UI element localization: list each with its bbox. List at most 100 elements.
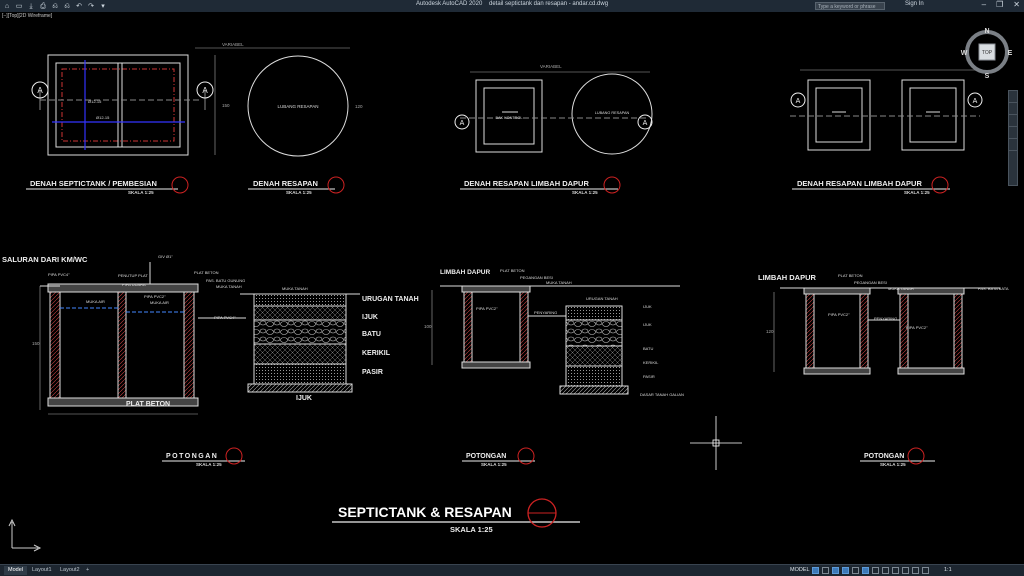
pipa-udara-label: PIPA UDARA <box>122 282 146 287</box>
pan-icon[interactable] <box>1009 106 1017 115</box>
tab-layout1[interactable]: Layout1 <box>32 567 52 573</box>
pipa-pvc2-label-4: PIPA PVC2" <box>906 325 928 330</box>
crosshair-cursor <box>690 416 742 470</box>
selection-cycling-icon[interactable] <box>892 567 899 574</box>
save-button[interactable]: ⤓ <box>29 2 33 10</box>
section-resapan-layers <box>240 293 360 393</box>
dim-150-b: 150 <box>32 341 40 346</box>
annotation-scale[interactable]: 1:1 <box>944 567 952 573</box>
section-scale-1: SKALA 1:25 <box>196 462 222 467</box>
steering-wheel-icon[interactable] <box>1009 94 1017 103</box>
section-title-2: POTONGAN <box>466 453 506 460</box>
penyaring-label-2: PENYARING <box>874 316 897 321</box>
new-button[interactable]: ▭ <box>15 2 23 10</box>
navigation-bar[interactable] <box>1008 90 1018 186</box>
share-button[interactable]: ⎌ <box>52 2 58 10</box>
pas-batu-label: PAS. BATU GUNUNG <box>206 278 245 283</box>
section-marker-2-label: A <box>202 86 208 95</box>
customize-dropdown[interactable]: ▾ <box>101 2 105 10</box>
main-title-block: SEPTICTANK & RESAPAN SKALA 1:25 <box>332 498 580 534</box>
model-space-button[interactable]: MODEL <box>790 567 810 573</box>
kerikil-label-2: KERIKIL <box>643 360 659 365</box>
viewcube[interactable]: TOP N S E W <box>961 28 1013 80</box>
lubang-resapan-label-2: LUBANG RESAPAN <box>595 111 630 115</box>
plan-scale-4: SKALA 1:25 <box>904 190 930 195</box>
customize-icon[interactable] <box>922 567 929 574</box>
dim-150: 150 <box>222 103 230 108</box>
pasir-label: PASIR <box>362 369 383 376</box>
dim-variabel-2: VARIABEL <box>540 64 562 69</box>
minimize-button[interactable]: – <box>981 0 987 9</box>
viewcube-west[interactable]: W <box>961 50 968 57</box>
add-layout-button[interactable]: + <box>86 567 90 573</box>
viewport-controls[interactable]: [−][Top][2D Wireframe] <box>2 13 53 19</box>
ortho-icon[interactable] <box>832 567 839 574</box>
status-bar: Model Layout1 Layout2 + MODEL 1:1 <box>0 564 1024 576</box>
viewcube-north[interactable]: N <box>984 28 989 35</box>
lineweight-icon[interactable] <box>872 567 879 574</box>
polar-icon[interactable] <box>842 567 849 574</box>
viewcube-face[interactable]: TOP <box>982 50 993 56</box>
snap-icon[interactable] <box>822 567 829 574</box>
annotation-icon[interactable] <box>902 567 909 574</box>
plan-limbah-dapur-2 <box>790 69 980 151</box>
section-marker-6-label: A <box>973 98 978 105</box>
plan-resapan <box>195 47 350 157</box>
section-scale-2: SKALA 1:25 <box>481 462 507 467</box>
section-1-labels: SALURAN DARI KM/WC PIPA PVC4" PENUTUP PL… <box>2 254 419 408</box>
plot-button[interactable]: ⎙ <box>40 2 46 10</box>
section-2-labels: LIMBAH DAPUR PLAT BETON PEGANGAN BESI MU… <box>424 268 684 397</box>
bak-kontrol-label: BAK KONTROL <box>495 116 522 120</box>
showmotion-icon[interactable] <box>1009 142 1017 151</box>
urugan-label-2: URUGAN TANAH <box>586 296 618 301</box>
kerikil-label: KERIKIL <box>362 350 391 357</box>
rebar-label-2: Ø12-15 <box>96 115 110 120</box>
window-title: Autodesk AutoCAD 2020 detail septictank … <box>415 1 609 7</box>
dim-120: 120 <box>355 104 363 109</box>
sign-in-link[interactable]: Sign In <box>905 1 924 7</box>
ucs-icon <box>8 518 42 552</box>
plan-title-2: DENAH RESAPAN <box>253 179 318 188</box>
urugan-label: URUGAN TANAH <box>362 296 419 303</box>
workspace-gear-icon[interactable] <box>912 567 919 574</box>
maximize-button[interactable]: ❐ <box>996 0 1004 9</box>
plat-beton-bottom-label: PLAT BETON <box>126 401 170 408</box>
section-scale-3: SKALA 1:25 <box>880 462 906 467</box>
window-controls: – ❐ ✕ <box>982 0 1020 9</box>
batu-label: BATU <box>362 331 381 338</box>
redo-button[interactable]: ↷ <box>88 2 94 10</box>
transparency-icon[interactable] <box>882 567 889 574</box>
quick-access-toolbar: ⌂ ▭ ⤓ ⎙ ⎌ ⎌ ↶ ↷ ▾ <box>2 1 108 11</box>
plan-title-4: DENAH RESAPAN LIMBAH DAPUR <box>797 179 922 188</box>
orbit-icon[interactable] <box>1009 130 1017 139</box>
isodraft-icon[interactable] <box>852 567 859 574</box>
zoom-icon[interactable] <box>1009 118 1017 127</box>
dim-120-b: 120 <box>766 329 774 334</box>
pipa-pvc2-label-2: PIPA PVC2" <box>476 306 498 311</box>
pipa-pvc2-label: PIPA PVC2" <box>144 294 166 299</box>
pasir-label-2: PASIR <box>643 374 655 379</box>
viewcube-south[interactable]: S <box>985 73 990 80</box>
grid-icon[interactable] <box>812 567 819 574</box>
lubang-resapan-label: LUBANG RESAPAN <box>278 104 319 109</box>
ijuk-label-2: IJUK <box>643 304 652 309</box>
viewcube-east[interactable]: E <box>1008 50 1013 57</box>
web-button[interactable]: ⎌ <box>64 2 70 10</box>
plan-septictank <box>39 54 216 156</box>
undo-button[interactable]: ↶ <box>76 2 82 10</box>
section-titles: POTONGAN SKALA 1:25 POTONGAN SKALA 1:25 … <box>162 447 935 467</box>
plat-beton-label-1: PLAT BETON <box>194 270 219 275</box>
rebar-label-1: Ø12-15 <box>88 99 102 104</box>
muka-air-label-2: MUKA AIR <box>150 300 169 305</box>
pegangan-besi-label-1: PEGANGAN BESI <box>520 275 553 280</box>
osnap-icon[interactable] <box>862 567 869 574</box>
ijuk-bottom-label: IJUK <box>296 395 312 402</box>
tab-model[interactable]: Model <box>4 566 27 575</box>
search-input[interactable]: Type a keyword or phrase <box>815 2 885 10</box>
close-button[interactable]: ✕ <box>1013 0 1020 9</box>
tab-layout2[interactable]: Layout2 <box>60 567 80 573</box>
app-menu-button[interactable]: ⌂ <box>4 2 10 10</box>
main-scale: SKALA 1:25 <box>450 525 493 534</box>
muka-tanah-label-2: MUKA TANAH <box>282 286 308 291</box>
